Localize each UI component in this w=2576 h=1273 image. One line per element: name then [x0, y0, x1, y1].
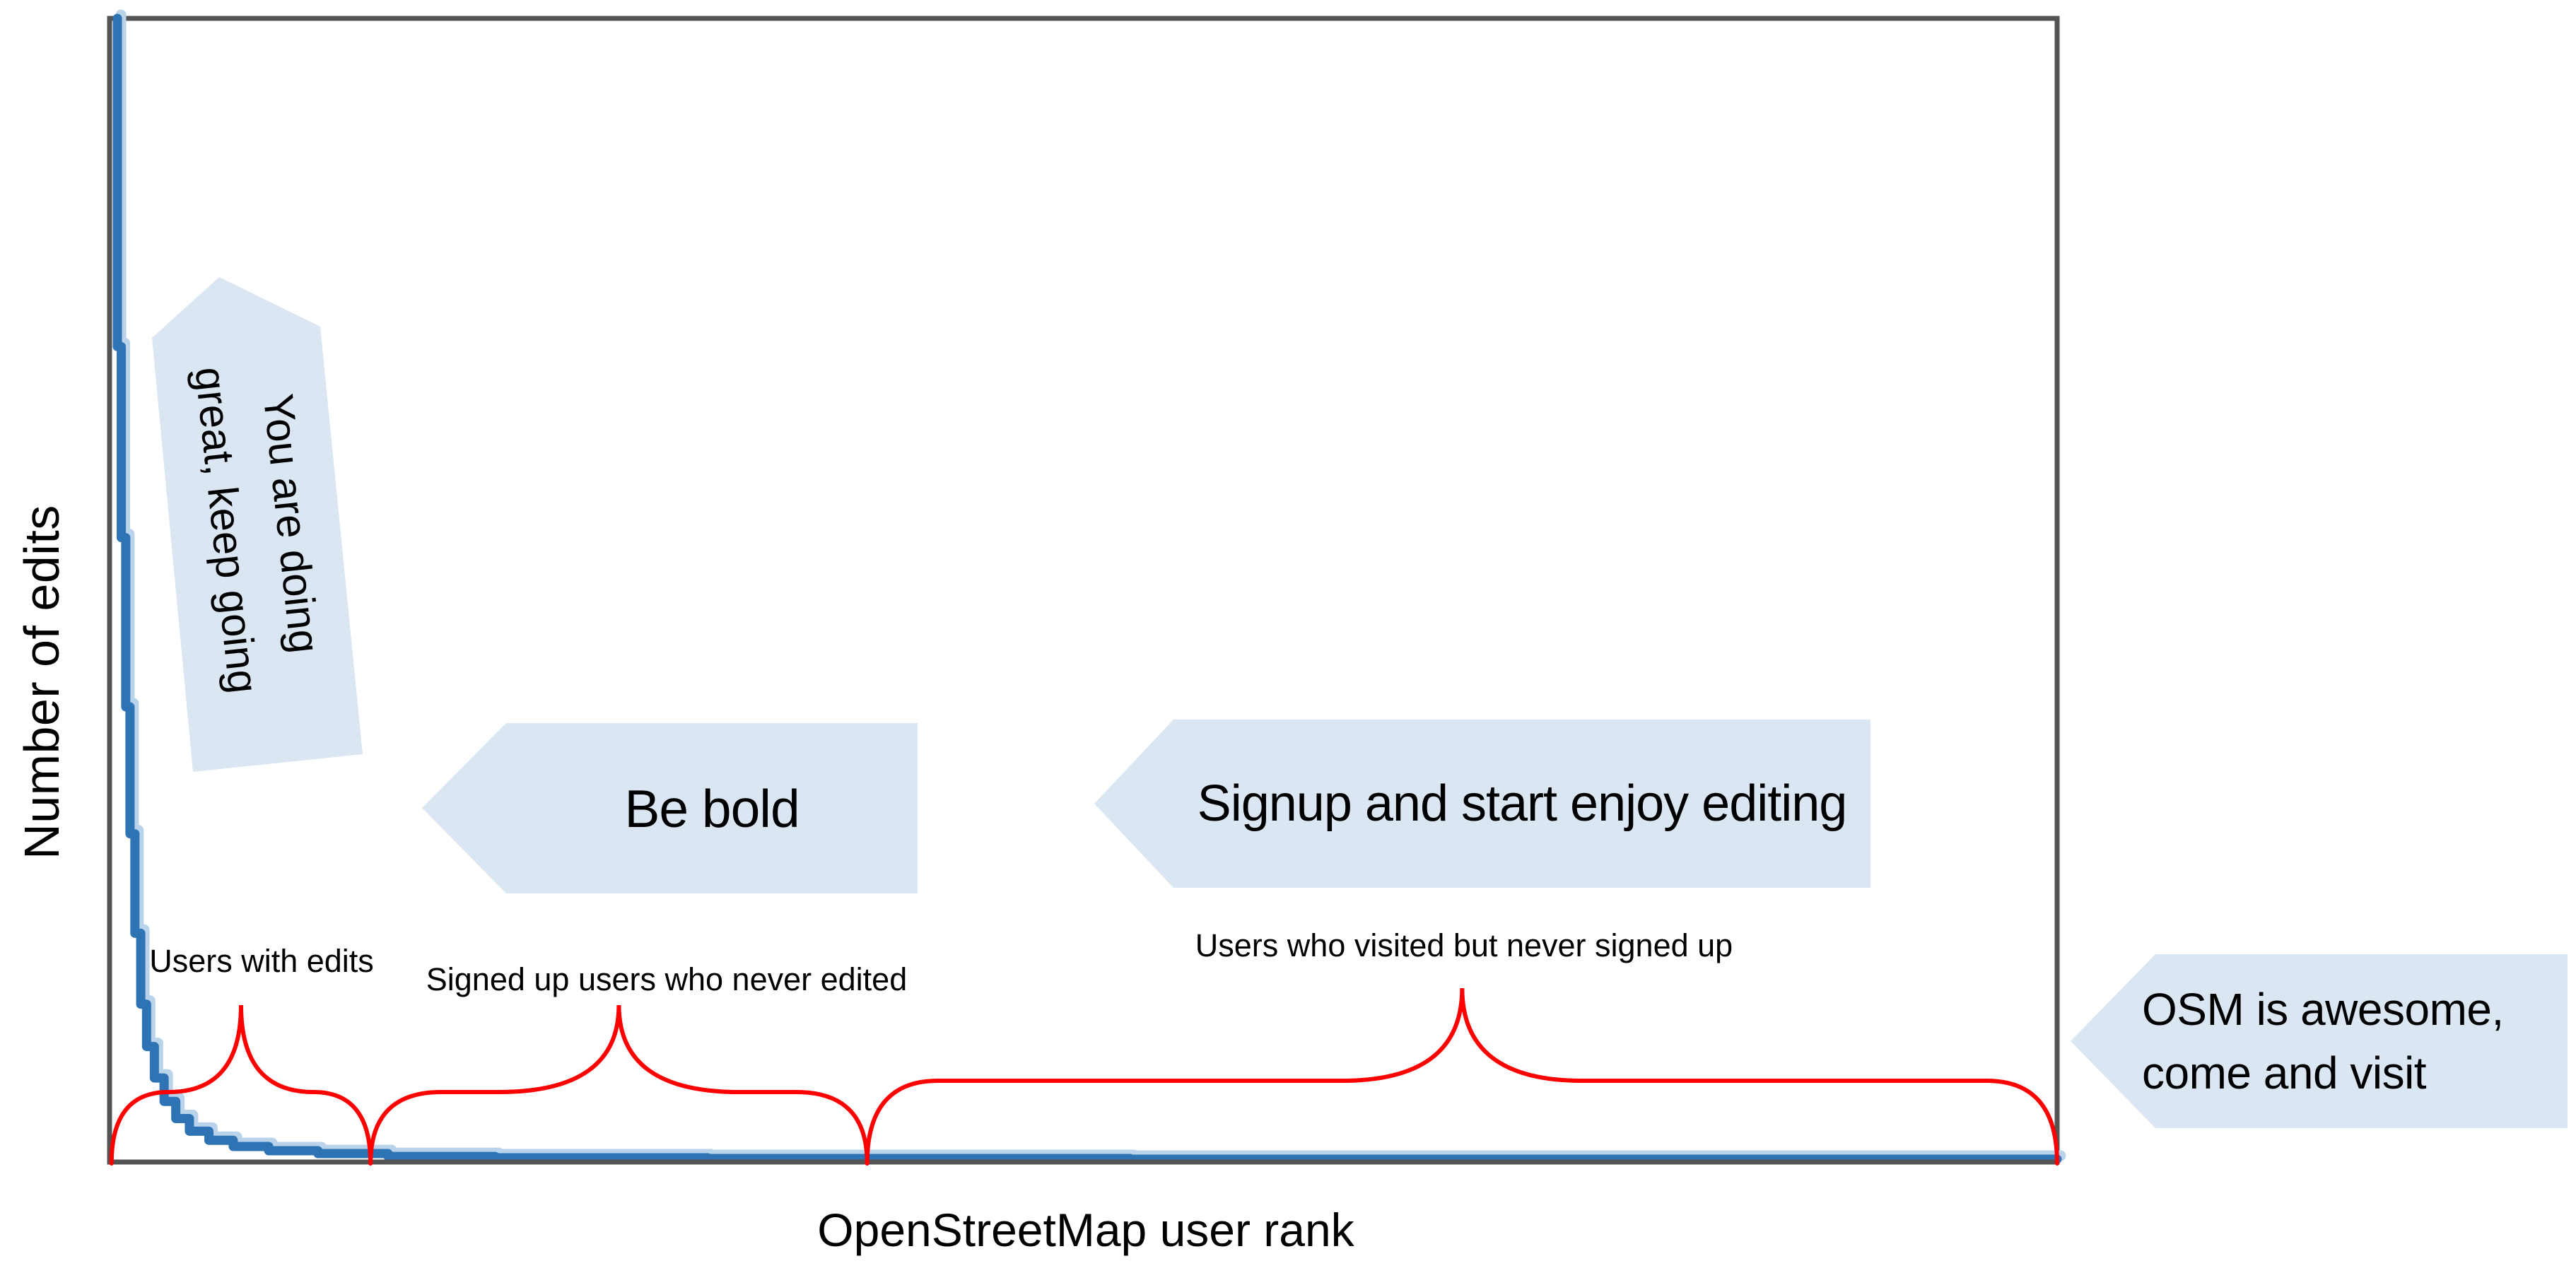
- callout-text-signup: Signup and start enjoy editing: [1197, 775, 1848, 832]
- callout-text-osm-line2: come and visit: [2142, 1048, 2427, 1098]
- segment-label-users-with-edits: Users with edits: [149, 943, 374, 979]
- segment-label-visited-never-signed-up: Users who visited but never signed up: [1195, 927, 1733, 963]
- up-arrow-shape-keep-going: [152, 277, 363, 772]
- left-arrow-shape-osm: [2071, 954, 2568, 1128]
- edits-curve: [112, 13, 2062, 1164]
- callout-text-osm: OSM is awesome, come and visit: [2142, 954, 2566, 1128]
- callout-text-be-bold: Be bold: [624, 778, 800, 838]
- x-axis-label: OpenStreetMap user rank: [817, 1204, 1354, 1256]
- segment-label-signed-up-never-edited: Signed up users who never edited: [426, 961, 908, 997]
- segment-brace: [109, 1004, 373, 1166]
- callout-text-osm-line1: OSM is awesome,: [2142, 984, 2504, 1035]
- left-arrow-shape-be-bold: [422, 723, 918, 893]
- segment-brace: [865, 987, 2059, 1166]
- segment-brace: [368, 1004, 870, 1166]
- left-arrow-shape-signup: [1094, 720, 1870, 888]
- segment-braces: [109, 987, 2059, 1166]
